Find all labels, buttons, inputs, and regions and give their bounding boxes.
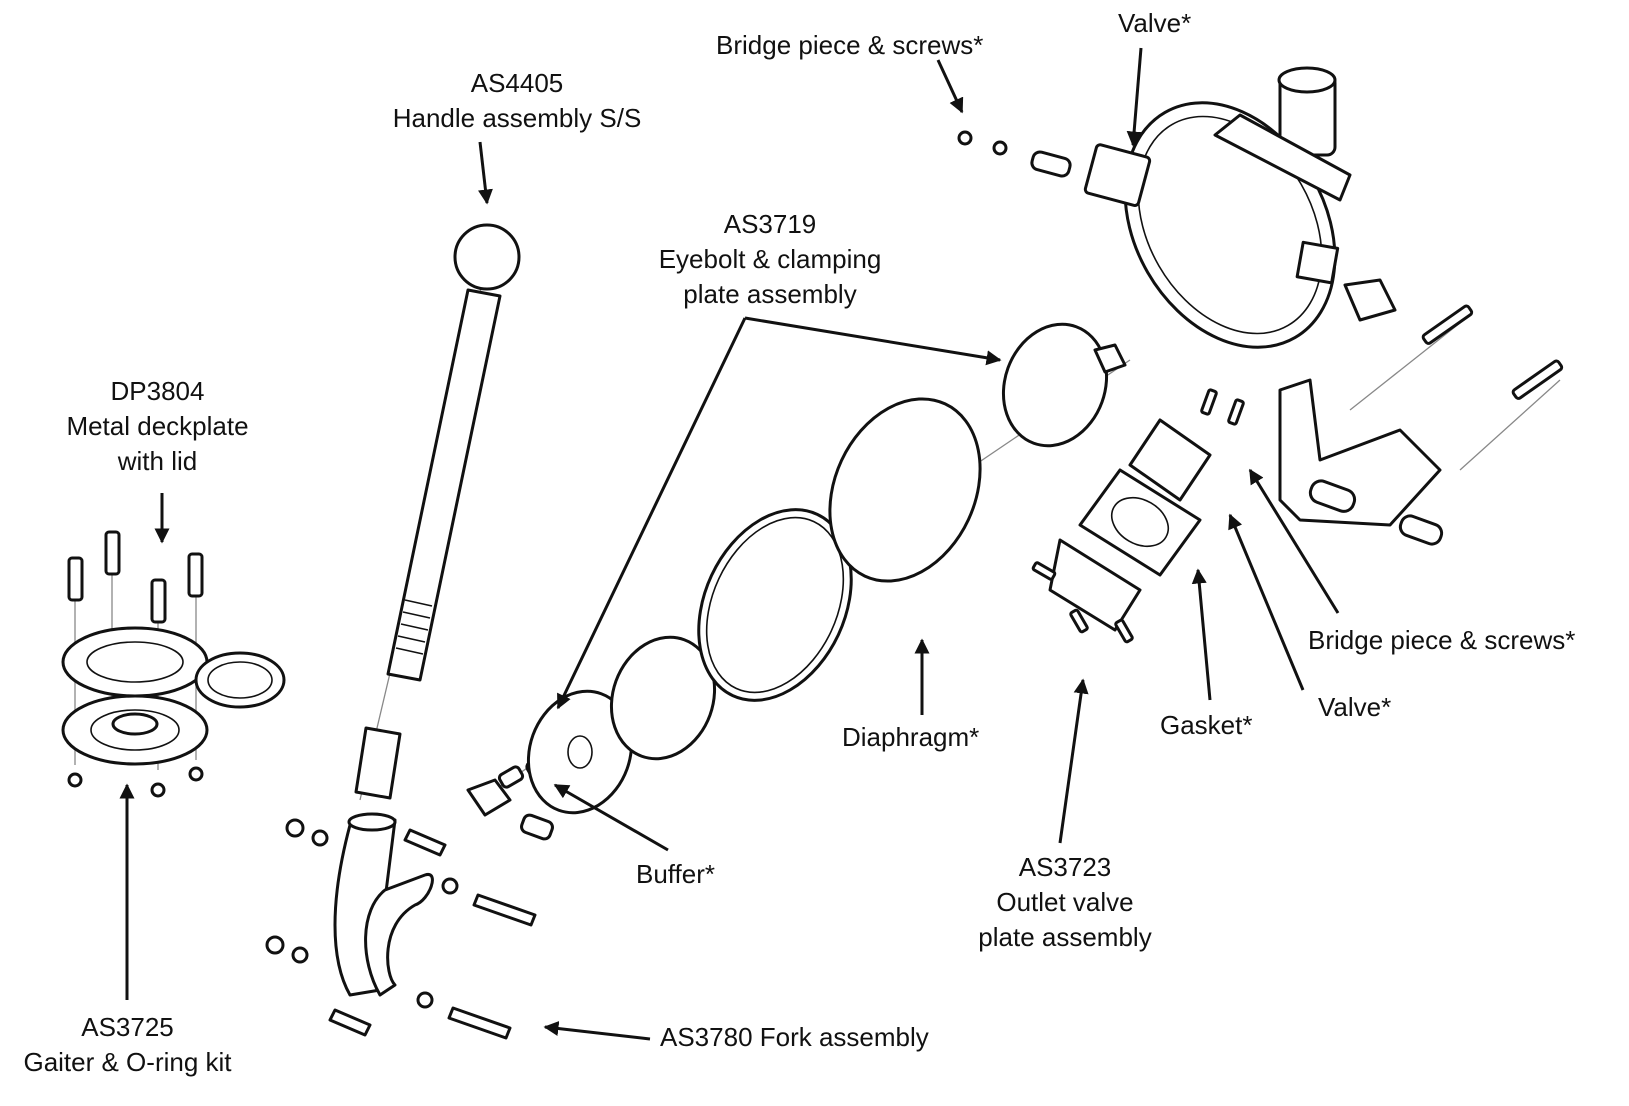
pump-body <box>957 66 1397 349</box>
label-buffer: Buffer* <box>636 859 716 889</box>
handle-part-code: AS4405 <box>470 68 564 98</box>
eyebolt-part-code: AS3719 <box>723 209 817 239</box>
outlet-name-line2: plate assembly <box>978 922 1152 952</box>
eyebolt-plate-assembly <box>466 322 1131 841</box>
eyebolt-name-line2: plate assembly <box>683 279 857 309</box>
label-valve-top: Valve* <box>1118 8 1192 38</box>
label-outlet-valve-plate: AS3723 Outlet valve plate assembly <box>955 850 1175 955</box>
fork-assembly <box>265 812 537 1040</box>
gaiter-part-code: AS3725 <box>81 1012 174 1042</box>
deckplate-name-line2: with lid <box>117 446 198 476</box>
bracket-assembly <box>1278 304 1564 546</box>
gaiter-part-name: Gaiter & O-ring kit <box>23 1047 232 1077</box>
label-deckplate: DP3804 Metal deckplate with lid <box>60 374 255 479</box>
label-handle-assembly: AS4405 Handle assembly S/S <box>372 66 662 136</box>
eyebolt-name-line1: Eyebolt & clamping <box>658 244 882 274</box>
label-gaiter-oring-kit: AS3725 Gaiter & O-ring kit <box>5 1010 250 1080</box>
callout-arrows <box>119 47 1340 1041</box>
deckplate-part-code: DP3804 <box>110 376 205 406</box>
deckplate-name-line1: Metal deckplate <box>66 411 249 441</box>
handle-part-name: Handle assembly S/S <box>392 103 642 133</box>
outlet-name-line1: Outlet valve <box>996 887 1134 917</box>
label-bridge-piece-right: Bridge piece & screws* <box>1308 625 1576 655</box>
label-diaphragm: Diaphragm* <box>842 722 980 752</box>
handle-assembly <box>354 223 521 801</box>
label-bridge-piece-top: Bridge piece & screws* <box>716 30 984 60</box>
label-gasket: Gasket* <box>1160 710 1253 740</box>
outlet-part-code: AS3723 <box>1018 852 1112 882</box>
label-eyebolt-plate: AS3719 Eyebolt & clamping plate assembly <box>630 207 910 312</box>
deckplate-assembly <box>61 530 286 798</box>
outlet-valve-plate-assembly <box>1031 388 1245 644</box>
label-valve-right: Valve* <box>1318 692 1392 722</box>
label-fork-assembly: AS3780 Fork assembly <box>660 1022 929 1052</box>
